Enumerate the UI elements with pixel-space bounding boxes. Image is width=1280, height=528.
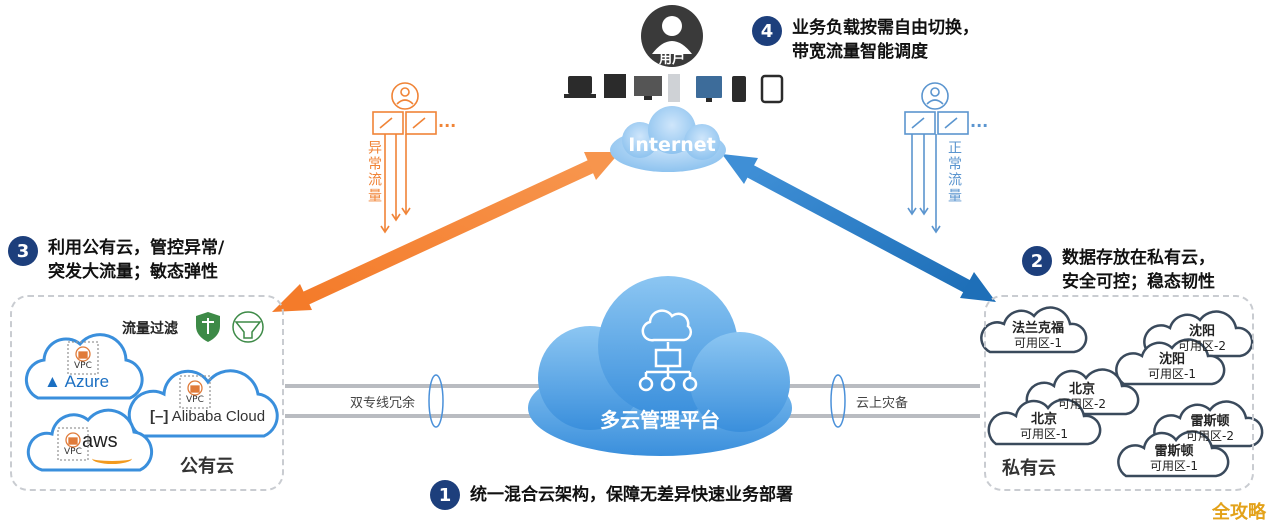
zone-shenyang-1: 沈阳可用区-1 [1148, 352, 1196, 382]
zone-reston-1: 雷斯顿可用区-1 [1150, 444, 1198, 474]
public-cloud-region [10, 295, 284, 491]
device-icons [564, 74, 784, 104]
callout-4: 4 业务负载按需自由切换， 带宽流量智能调度 [752, 16, 979, 64]
vpc-lock-icon [57, 427, 89, 461]
vpc-lock-icon [179, 375, 211, 409]
callout-number: 4 [752, 16, 782, 46]
traffic-filter-label: 流量过滤 [122, 321, 178, 337]
vpc-lock-icon [67, 341, 99, 375]
platform-label: 多云管理平台 [600, 408, 720, 432]
callout-text: 利用公有云，管控异常/ [48, 238, 225, 258]
callout-2: 2 数据存放在私有云， 安全可控；稳态韧性 [1022, 246, 1215, 294]
aws-smile-icon [92, 453, 132, 464]
callout-number: 1 [430, 480, 460, 510]
normal-traffic-icon [904, 82, 969, 234]
private-cloud-arrow [722, 154, 996, 302]
callout-1: 1 统一混合云架构，保障无差异快速业务部署 [430, 480, 793, 510]
filter-funnel-icon [232, 311, 264, 343]
callout-text: 带宽流量智能调度 [792, 42, 928, 62]
callout-text: 统一混合云架构，保障无差异快速业务部署 [470, 485, 793, 505]
platform-cloud [528, 276, 792, 456]
internet-label: Internet [628, 134, 716, 156]
watermark: 全攻略 [1212, 502, 1266, 523]
callout-text: 安全可控；稳态韧性 [1062, 272, 1215, 292]
user-avatar-icon [641, 5, 703, 67]
private-cloud-title: 私有云 [1002, 458, 1056, 479]
callout-number: 3 [8, 236, 38, 266]
abnormal-traffic-label: 异常流量 [366, 140, 382, 204]
alibaba-cloud-logo: [–] Alibaba Cloud [150, 408, 266, 425]
abnormal-traffic-icon [372, 82, 437, 234]
alibaba-cloud-icon [127, 369, 279, 438]
vpc-tag: VPC [64, 447, 82, 457]
public-cloud-arrow [272, 152, 620, 312]
callout-3: 3 利用公有云，管控异常/ 突发大流量；敏态弹性 [8, 236, 224, 284]
user-label: 用户 [658, 52, 685, 67]
normal-traffic-label: 正常流量 [946, 140, 962, 204]
normal-traffic-dots: ... [970, 112, 989, 131]
internet-cloud [610, 106, 726, 172]
zone-reston-2: 雷斯顿可用区-2 [1186, 414, 1234, 444]
cloud-dr-label: 云上灾备 [852, 392, 913, 411]
dual-line-label: 双专线冗余 [346, 392, 420, 411]
public-cloud-title: 公有云 [180, 456, 234, 477]
private-zone-clouds [980, 306, 1264, 478]
abnormal-traffic-dots: ... [438, 112, 457, 131]
callout-text: 业务负载按需自由切换， [792, 18, 979, 38]
callout-text: 数据存放在私有云， [1062, 248, 1215, 268]
callout-text: 突发大流量；敏态弹性 [48, 262, 218, 282]
azure-logo: ▲ Azure [44, 372, 110, 391]
vpc-tag: VPC [74, 361, 92, 371]
aws-logo: aws [82, 430, 118, 452]
vpc-tag: VPC [186, 395, 204, 405]
zone-frankfurt-1: 法兰克福可用区-1 [1011, 321, 1064, 351]
zone-beijing-1: 北京可用区-1 [1020, 412, 1068, 442]
zone-beijing-2: 北京可用区-2 [1058, 382, 1106, 412]
private-cloud-region [984, 295, 1254, 491]
callout-number: 2 [1022, 246, 1052, 276]
zone-shenyang-2: 沈阳可用区-2 [1178, 324, 1226, 354]
shield-icon [196, 312, 220, 342]
